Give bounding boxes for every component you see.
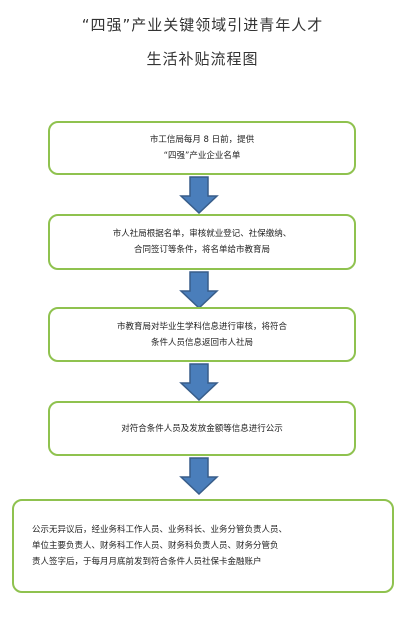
step-2-line-2: 合同签订等条件，将名单给市教育局	[133, 245, 270, 255]
down-arrow-icon	[179, 457, 219, 495]
down-arrow-icon	[179, 176, 219, 214]
step-3-line-2: 条件人员信息返回市人社局	[150, 337, 253, 348]
down-arrow-icon	[179, 363, 219, 401]
step-3-line-1: 市教育局对毕业生学科信息进行审核，将符合	[116, 321, 287, 332]
step-1-line-2: “四强”产业企业名单	[163, 151, 241, 161]
step-4-box: 对符合条件人员及发放金额等信息进行公示	[48, 401, 356, 456]
step-5-line-2: 单位主要负责人、财务科工作人员、财务科负责人员、财务分管负	[32, 541, 279, 551]
step-2-box: 市人社局根据名单，审核就业登记、社保缴纳、 合同签订等条件，将名单给市教育局	[48, 214, 356, 270]
step-5-box: 公示无异议后，经业务科工作人员、业务科长、业务分管负责人员、 单位主要负责人、财…	[12, 499, 394, 593]
step-5-line-1: 公示无异议后，经业务科工作人员、业务科长、业务分管负责人员、	[32, 525, 288, 535]
diagram-title: “四强”产业关键领域引进青年人才	[81, 16, 324, 34]
down-arrow-icon	[179, 271, 219, 309]
step-1-box: 市工信局每月 8 日前，提供 “四强”产业企业名单	[48, 121, 356, 175]
step-3-box: 市教育局对毕业生学科信息进行审核，将符合 条件人员信息返回市人社局	[48, 307, 356, 362]
step-5-line-3: 责人签字后，于每月月底前发到符合条件人员社保卡金融账户	[32, 557, 262, 567]
step-2-line-1: 市人社局根据名单，审核就业登记、社保缴纳、	[112, 229, 292, 239]
diagram-subtitle: 生活补贴流程图	[146, 50, 259, 68]
step-1-line-1: 市工信局每月 8 日前，提供	[149, 135, 255, 145]
step-4-line-1: 对符合条件人员及发放金额等信息进行公示	[121, 423, 283, 434]
